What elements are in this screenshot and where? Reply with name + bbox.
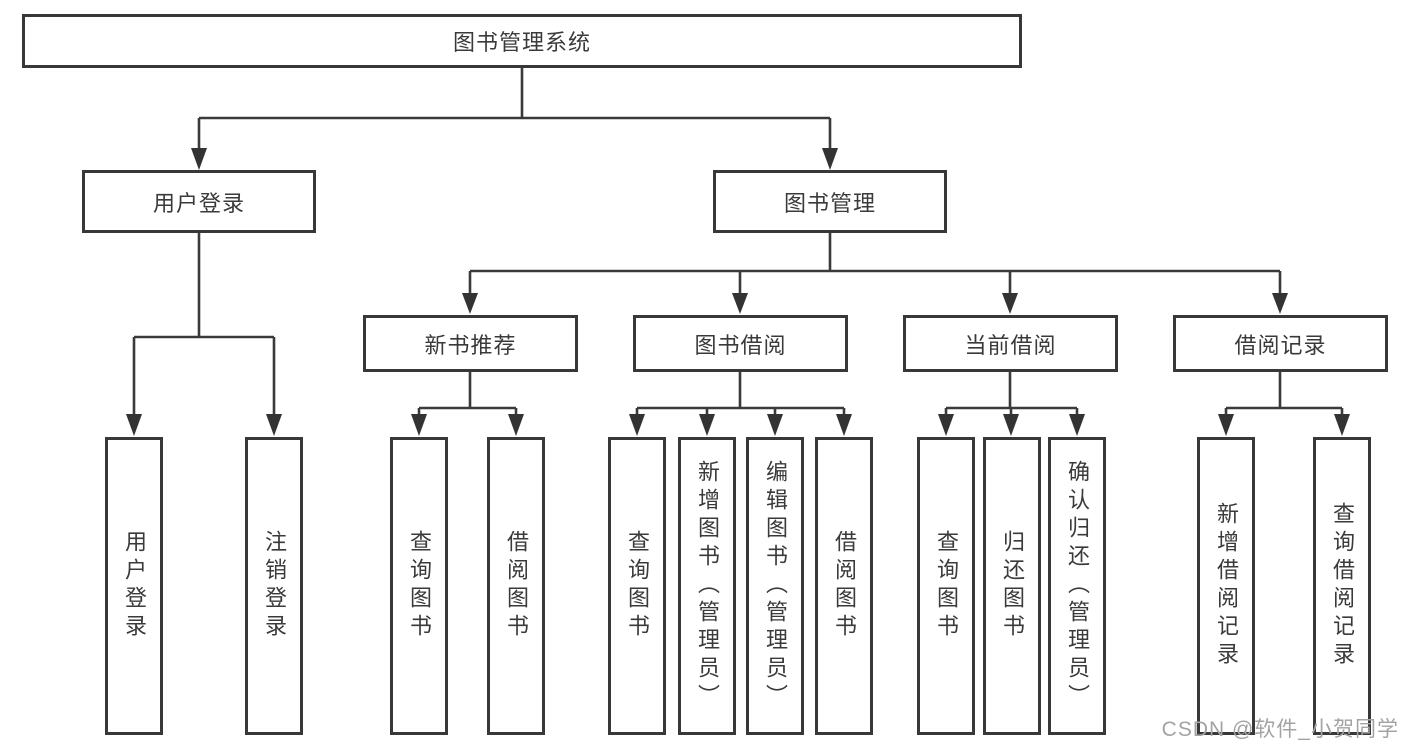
arrowhead	[699, 414, 715, 436]
leaf-confirm-return-admin: 确认归还（管理员）	[1048, 437, 1106, 735]
node-borrowing-records-label: 借阅记录	[1234, 332, 1327, 358]
leaf-add-books-admin-label: 新增图书（管理员）	[695, 460, 720, 712]
leaf-confirm-return-admin-label: 确认归还（管理员）	[1065, 460, 1090, 712]
arrowhead	[1003, 414, 1019, 436]
node-borrowing-records: 借阅记录	[1173, 315, 1388, 372]
arrowhead	[191, 148, 207, 170]
leaf-query-books-borrowing: 查询图书	[608, 437, 666, 735]
arrowhead	[266, 414, 282, 436]
arrowhead	[508, 414, 524, 436]
leaf-return-books: 归还图书	[983, 437, 1041, 735]
node-book-management-label: 图书管理	[783, 190, 876, 216]
arrowhead	[822, 148, 838, 170]
leaf-query-books-recommend-label: 查询图书	[407, 530, 432, 642]
leaf-borrow-books-recommend: 借阅图书	[487, 437, 545, 735]
arrowhead	[629, 414, 645, 436]
leaf-logout-login: 注销登录	[245, 437, 303, 735]
leaf-query-borrow-record: 查询借阅记录	[1313, 437, 1371, 735]
node-new-book-recommend: 新书推荐	[363, 315, 578, 372]
arrowhead	[1002, 293, 1018, 314]
arrowhead	[732, 293, 748, 314]
leaf-query-books-borrowing-label: 查询图书	[625, 530, 650, 642]
leaf-user-login: 用户登录	[105, 437, 163, 735]
csdn-watermark: CSDN @软件_小贺同学	[1161, 718, 1399, 741]
arrowhead	[126, 414, 142, 436]
arrowhead	[1334, 414, 1350, 436]
connector-path	[132, 68, 1344, 417]
leaf-query-books-current-label: 查询图书	[934, 530, 959, 642]
node-user-login-label: 用户登录	[152, 190, 245, 216]
node-root-system: 图书管理系统	[22, 14, 1022, 68]
leaf-add-books-admin: 新增图书（管理员）	[678, 437, 736, 735]
leaf-edit-books-admin-label: 编辑图书（管理员）	[763, 460, 788, 712]
leaf-logout-login-label: 注销登录	[262, 530, 287, 642]
arrowhead	[1272, 293, 1288, 314]
leaf-borrow-books-borrowing-label: 借阅图书	[832, 530, 857, 642]
arrowhead	[411, 414, 427, 436]
node-current-borrowing: 当前借阅	[903, 315, 1118, 372]
leaf-edit-books-admin: 编辑图书（管理员）	[746, 437, 804, 735]
arrowhead	[462, 293, 478, 314]
leaf-add-borrow-record-label: 新增借阅记录	[1214, 502, 1239, 670]
node-book-borrowing: 图书借阅	[633, 315, 848, 372]
arrowhead	[938, 414, 954, 436]
arrowhead	[1218, 414, 1234, 436]
leaf-user-login-label: 用户登录	[122, 530, 147, 642]
node-book-management: 图书管理	[713, 170, 947, 233]
arrowhead	[767, 414, 783, 436]
arrowhead	[836, 414, 852, 436]
leaf-borrow-books-borrowing: 借阅图书	[815, 437, 873, 735]
node-user-login: 用户登录	[82, 170, 316, 233]
arrowhead	[1069, 414, 1085, 436]
leaf-query-borrow-record-label: 查询借阅记录	[1330, 502, 1355, 670]
node-root-label: 图书管理系统	[452, 30, 591, 55]
leaf-borrow-books-recommend-label: 借阅图书	[504, 530, 529, 642]
node-current-borrowing-label: 当前借阅	[964, 332, 1057, 358]
leaf-query-books-current: 查询图书	[917, 437, 975, 735]
leaf-return-books-label: 归还图书	[1000, 530, 1025, 642]
leaf-add-borrow-record: 新增借阅记录	[1197, 437, 1255, 735]
node-book-borrowing-label: 图书借阅	[694, 332, 787, 358]
node-new-book-recommend-label: 新书推荐	[424, 332, 517, 358]
leaf-query-books-recommend: 查询图书	[390, 437, 448, 735]
